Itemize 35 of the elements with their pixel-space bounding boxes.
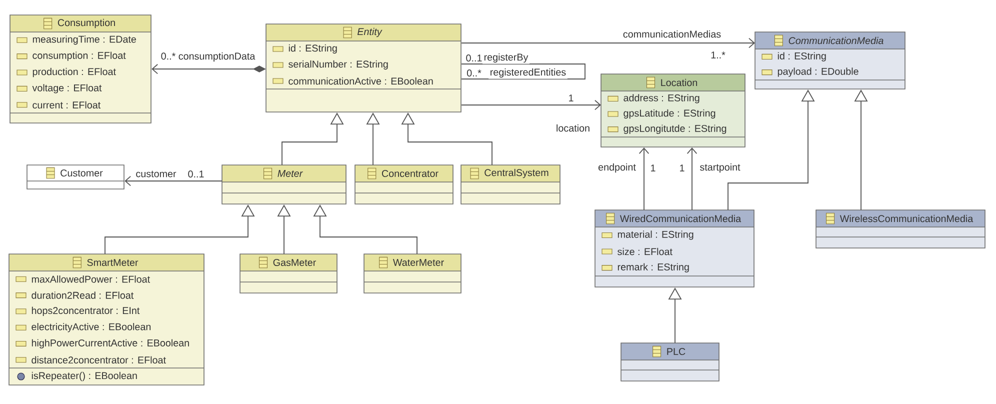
class-box: CommunicationMedia id : EString payload : EDouble: [754, 32, 906, 90]
association-arrow: [686, 148, 698, 210]
edge-label: startpoint: [698, 162, 742, 174]
class-box: Meter: [222, 164, 346, 204]
edge-label: 0..* consumptionData: [160, 51, 256, 63]
class-box: CentralSystem: [460, 164, 560, 204]
multiplicity-label: 1: [678, 163, 686, 173]
association-arrow: [461, 38, 755, 48]
class-box: WirelessCommunicationMedia: [816, 210, 986, 248]
class-box: PLC: [620, 342, 720, 382]
association-arrow: [461, 100, 602, 110]
edge-label: endpoint: [596, 162, 638, 174]
class-box: WiredCommunicationMedia material : EString size : EFloat remark : EString: [594, 210, 754, 288]
class-box: Consumption measuringTime : EDate consumption : EFloat production : EFloat voltage : EFloat current : EFloat: [10, 14, 152, 124]
class-box: WaterMeter: [364, 254, 462, 294]
multiplicity-label: 1: [648, 163, 658, 173]
edge-label: registerBy: [482, 52, 530, 64]
role-label: registeredEntities: [488, 67, 568, 79]
edge-label: location: [554, 123, 592, 133]
multiplicity-label: 0..*: [465, 68, 483, 78]
multiplicity-label: 0..1: [186, 169, 206, 179]
class-box: Entity id : EString serialNumber : EString communicationActive : EBoolean: [266, 24, 462, 112]
edge-label: customer: [134, 169, 178, 179]
multiplicity-label: 1..*: [709, 50, 727, 60]
class-box: GasMeter: [240, 254, 338, 294]
multiplicity-label: 0..1: [464, 53, 484, 63]
class-box: SmartMeter maxAllowedPower : EFloat duration2Read : EFloat hops2concentrator : EInt electricityActive : EBoolean highPowerCurrentActive : EBoolean distance2concentrator : EFloat isRepeater() : EBoolean: [8, 254, 204, 386]
association-line: [461, 64, 586, 80]
association-arrow: [638, 148, 650, 210]
edge-label: communicationMedias: [622, 29, 722, 39]
class-box: Concentrator: [354, 164, 454, 204]
multiplicity-label: 1: [566, 93, 576, 103]
class-box: Location address : EString gpsLatitude : EString gpsLongitutde : EString: [600, 74, 746, 148]
class-box: Customer: [26, 164, 124, 190]
association-arrow: [124, 176, 222, 186]
